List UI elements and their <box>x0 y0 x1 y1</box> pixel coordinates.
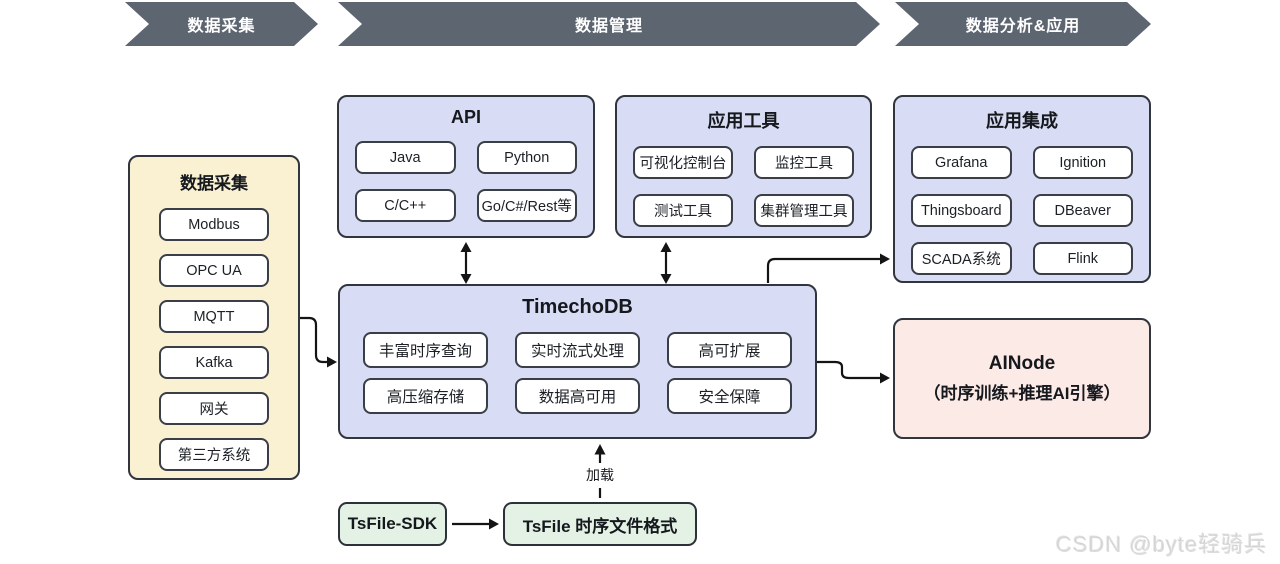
arrow-api-timechodb-bidirectional <box>460 242 472 284</box>
stage-data-management: 数据管理 <box>338 2 880 46</box>
arrow-timechodb-to-integrations <box>766 253 890 283</box>
timechodb-feature: 丰富时序查询 <box>363 332 488 368</box>
timechodb-feature-list: 丰富时序查询 实时流式处理 高可扩展 高压缩存储 数据高可用 安全保障 <box>340 332 815 414</box>
panel-title: 数据采集 <box>180 174 248 193</box>
box-tsfile-sdk: TsFile-SDK <box>338 502 447 546</box>
stage-label: 数据管理 <box>574 18 643 35</box>
integrations-item: Grafana <box>911 146 1012 179</box>
stage-data-analysis-application: 数据分析&应用 <box>895 2 1151 46</box>
arrow-timechodb-to-ainode <box>817 360 890 384</box>
box-tsfile-format: TsFile 时序文件格式 <box>503 502 697 546</box>
arrow-collection-to-timechodb <box>300 316 337 368</box>
timechodb-feature: 实时流式处理 <box>515 332 640 368</box>
tools-item: 集群管理工具 <box>754 194 854 227</box>
integrations-item-list: Grafana Ignition Thingsboard DBeaver SCA… <box>895 146 1149 275</box>
integrations-item: SCADA系统 <box>911 242 1012 275</box>
tsfile-sdk-label: TsFile-SDK <box>347 514 438 533</box>
panel-data-collection: 数据采集 Modbus OPC UA MQTT Kafka 网关 第三方系统 <box>128 155 300 480</box>
api-item: Java <box>355 141 456 174</box>
api-item: Python <box>476 141 577 174</box>
panel-title: 应用集成 <box>986 111 1058 131</box>
panel-application-tools: 应用工具 可视化控制台 监控工具 测试工具 集群管理工具 <box>615 95 872 238</box>
arrow-tools-timechodb-bidirectional <box>660 242 672 284</box>
tsfile-format-label: TsFile 时序文件格式 <box>522 516 678 536</box>
panel-ainode: AINode （时序训练+推理AI引擎） <box>893 318 1151 439</box>
stage-data-collection: 数据采集 <box>125 2 318 46</box>
api-item: C/C++ <box>355 189 456 222</box>
integrations-item: Thingsboard <box>911 194 1012 227</box>
panel-timechodb: TimechoDB 丰富时序查询 实时流式处理 高可扩展 高压缩存储 数据高可用… <box>338 284 817 439</box>
panel-title: API <box>450 107 481 127</box>
api-item: Go/C#/Rest等 <box>476 189 577 222</box>
load-arrow-label: 加载 <box>583 465 617 485</box>
collection-item: MQTT <box>159 300 269 333</box>
timechodb-feature: 高压缩存储 <box>363 378 488 414</box>
stage-label: 数据采集 <box>187 18 256 35</box>
collection-item: 第三方系统 <box>159 438 269 471</box>
timechodb-feature: 安全保障 <box>667 378 792 414</box>
panel-api: API Java Python C/C++ Go/C#/Rest等 <box>337 95 595 238</box>
integrations-item: Flink <box>1032 242 1133 275</box>
tools-item: 监控工具 <box>754 146 854 179</box>
api-item-list: Java Python C/C++ Go/C#/Rest等 <box>339 141 593 222</box>
collection-item: 网关 <box>159 392 269 425</box>
integrations-item: DBeaver <box>1032 194 1133 227</box>
stage-label: 数据分析&应用 <box>965 18 1081 35</box>
integrations-item: Ignition <box>1032 146 1133 179</box>
collection-item: OPC UA <box>159 254 269 287</box>
panel-title: TimechoDB <box>522 296 633 318</box>
tools-item: 可视化控制台 <box>633 146 733 179</box>
collection-item: Modbus <box>159 208 269 241</box>
collection-item-list: Modbus OPC UA MQTT Kafka 网关 第三方系统 <box>130 208 298 471</box>
collection-item: Kafka <box>159 346 269 379</box>
tools-item: 测试工具 <box>633 194 733 227</box>
panel-application-integrations: 应用集成 Grafana Ignition Thingsboard DBeave… <box>893 95 1151 283</box>
arrow-tsfilesdk-to-tsfileformat <box>452 518 499 530</box>
timechodb-feature: 数据高可用 <box>515 378 640 414</box>
tools-item-list: 可视化控制台 监控工具 测试工具 集群管理工具 <box>617 146 870 227</box>
csdn-watermark: CSDN @byte轻骑兵 <box>1056 532 1268 557</box>
panel-title: 应用工具 <box>707 111 780 131</box>
ainode-subtitle: （时序训练+推理AI引擎） <box>923 384 1121 403</box>
timechodb-feature: 高可扩展 <box>667 332 792 368</box>
ainode-title: AINode <box>988 353 1056 374</box>
